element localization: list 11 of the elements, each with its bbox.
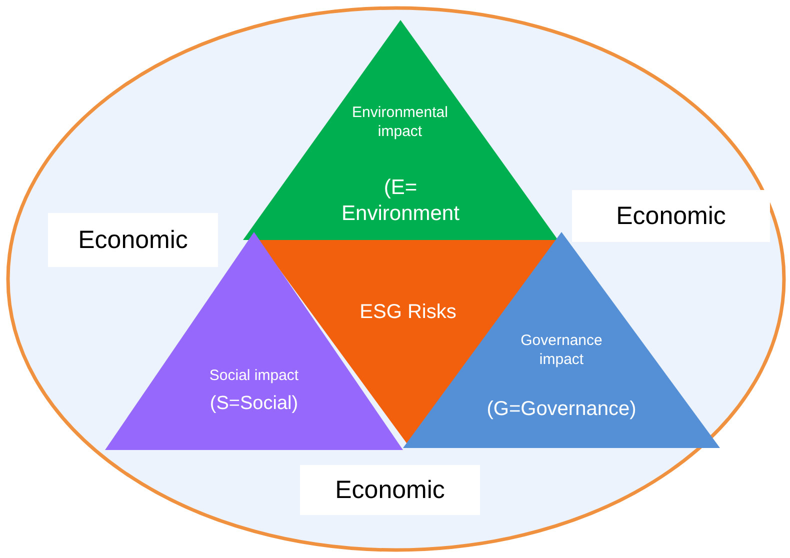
triangle-heading: Governance impact: [520, 332, 604, 370]
triangle-code: (S=Social): [208, 392, 300, 416]
triangle-heading: ESG Risks: [358, 300, 458, 325]
box-label: Economic: [78, 226, 188, 254]
triangle-code: (E= Environment: [340, 175, 460, 228]
triangle-code: (G=Governance): [486, 397, 638, 422]
box-label: Economic: [335, 476, 445, 504]
text-box: [572, 190, 770, 242]
triangle-heading: Social impact: [208, 367, 300, 386]
box-label: Economic: [616, 202, 726, 230]
triangle-heading: Environmental impact: [351, 104, 449, 142]
